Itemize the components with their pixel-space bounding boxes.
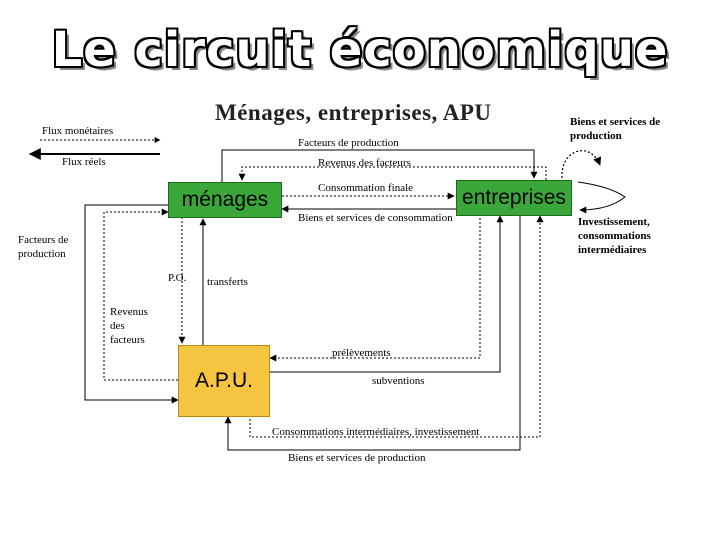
- label-subventions: subventions: [372, 375, 425, 387]
- label-biens-consommation: Biens et services de consommation: [298, 212, 453, 224]
- legend-monetary-label: Flux monétaires: [42, 125, 114, 137]
- node-menages: ménages: [168, 182, 282, 218]
- label-facteurs-production-left-2: production: [18, 248, 66, 260]
- node-apu: A.P.U.: [178, 345, 270, 417]
- label-facteurs-production-left-1: Facteurs de: [18, 234, 69, 246]
- label-biens-production-bottom: Biens et services de production: [288, 452, 426, 464]
- label-biens-production-right-1: Biens et services de: [570, 116, 661, 128]
- flow-facteurs-production-top: [221, 149, 538, 182]
- legend-real-label: Flux réels: [62, 156, 106, 168]
- flow-revenus-facteurs-top: [238, 166, 547, 181]
- flow-facteurs-production-left: [84, 204, 179, 404]
- flow-consommations-intermediaires: [249, 215, 544, 438]
- flow-subventions: [268, 215, 504, 373]
- flow-self-loop-investissement: [577, 181, 626, 214]
- label-consommations-intermediaires: Consommations intermédiaires, investisse…: [272, 426, 480, 438]
- label-revenus-left-1: Revenus: [110, 306, 148, 318]
- flow-revenus-facteurs-left: [103, 208, 178, 381]
- label-consommation-finale: Consommation finale: [318, 182, 414, 194]
- flow-biens-production-bottom: [224, 216, 521, 451]
- label-revenus-facteurs-top: Revenus des facteurs: [318, 157, 411, 169]
- label-revenus-left-3: facteurs: [110, 334, 145, 346]
- label-investissement-1: Investissement,: [578, 216, 650, 228]
- label-facteurs-production-top: Facteurs de production: [298, 137, 399, 149]
- label-investissement-2: consommations: [578, 230, 651, 242]
- label-transferts: transferts: [207, 276, 248, 288]
- diagram-subtitle: Ménages, entreprises, APU: [215, 100, 492, 125]
- label-investissement-3: intermédiaires: [578, 244, 647, 256]
- label-revenus-left-2: des: [110, 320, 125, 332]
- label-po: P.O.: [168, 272, 187, 284]
- label-biens-production-right-2: production: [570, 130, 622, 142]
- page-title: Le circuit économique: [51, 22, 669, 78]
- flow-self-loop-production: [561, 150, 602, 179]
- flow-prelevements: [269, 214, 481, 362]
- node-entreprises: entreprises: [456, 180, 572, 216]
- label-prelevements: prélèvements: [332, 347, 391, 359]
